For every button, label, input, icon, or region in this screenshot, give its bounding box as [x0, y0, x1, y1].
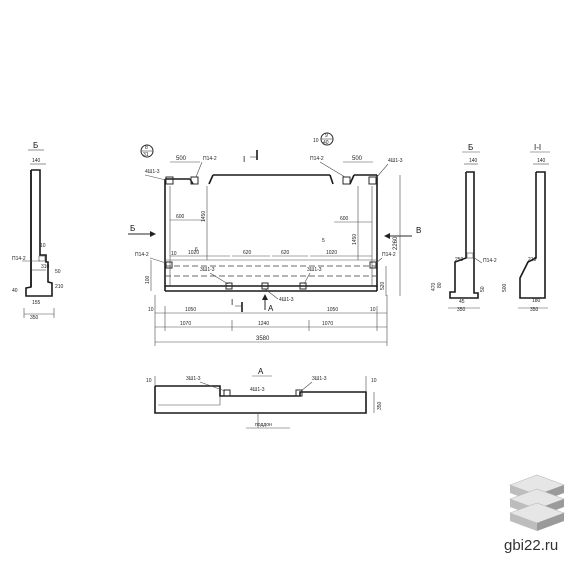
label-10-left: 10 — [171, 251, 177, 257]
embedded-bottom-r — [299, 282, 307, 290]
label-3sh-left: 3Ш1-3 — [200, 267, 215, 273]
embedded-plate-tl — [165, 176, 174, 185]
dim-155: 155 — [32, 300, 41, 306]
dim-140: 140 — [32, 158, 41, 164]
dim-10-left: 10 — [148, 307, 154, 313]
dim-40: 40 — [12, 288, 18, 294]
label-4sh-a: 4Ш1-3 — [250, 387, 265, 393]
callout-right-bottom: 40 — [323, 140, 329, 146]
dim-100: 100 — [145, 275, 151, 284]
embedded-plate-tr2 — [368, 176, 377, 185]
section-v-title: Б — [468, 143, 473, 152]
dim-1050-left: 1050 — [185, 307, 196, 313]
callout-left-top: 8 — [145, 145, 148, 151]
dim-1020-right: 1020 — [326, 250, 337, 256]
label-p14-2-tl: П14-2 — [203, 156, 217, 162]
label-5-right: 5 — [322, 238, 325, 244]
dim-350-v: 350 — [457, 307, 466, 313]
dim-10-a-right: 10 — [371, 378, 377, 384]
dim-80: 80 — [437, 282, 443, 288]
section-v-view: Б 140 П14-2 250 470 80 45 350 50 — [431, 143, 497, 313]
dim-210-ii: 210 — [528, 257, 537, 263]
label-p14-2-tr: П14-2 — [310, 156, 324, 162]
section-i-top: I — [243, 155, 245, 164]
dim-350: 350 — [30, 315, 39, 321]
label-3sh-right: 3Ш1-3 — [307, 267, 322, 273]
callout-right-top: 9 — [325, 133, 328, 139]
dim-140-ii: 140 — [537, 158, 546, 164]
dim-310: 310 — [41, 264, 50, 270]
section-b-left-view: Б 140 10 310 50 210 40 155 350 П14-2 — [12, 141, 64, 321]
label-pi-v: П14-2 — [483, 258, 497, 264]
view-a-title: А — [258, 367, 264, 376]
dim-45: 45 — [459, 299, 465, 305]
label-p14-2-ml: П14-2 — [135, 252, 149, 258]
section-v-marker: В — [416, 226, 421, 235]
dim-210: 210 — [55, 284, 64, 290]
dim-1450-left: 1450 — [201, 211, 207, 222]
section-i-i-view: I-I 140 210 500 180 350 — [502, 143, 550, 313]
section-i-i-title: I-I — [534, 143, 541, 152]
dim-50: 50 — [55, 269, 61, 275]
label-4sh-tl: 4Ш1-3 — [145, 169, 160, 175]
dim-500-left: 500 — [176, 156, 187, 162]
label-p14-2-mr: П14-2 — [382, 252, 396, 258]
dim-620-left: 620 — [243, 250, 252, 256]
label-3sh-a-left: 3Ш1-3 — [186, 376, 201, 382]
callout-left-bottom: 31 — [143, 152, 149, 158]
dim-50-v: 50 — [480, 286, 486, 292]
dim-10: 10 — [40, 243, 46, 249]
stacked-slabs-logo-icon — [509, 474, 565, 531]
dim-2260: 2260 — [393, 236, 399, 250]
dim-470: 470 — [431, 282, 437, 291]
dim-10-a-left: 10 — [146, 378, 152, 384]
dim-350-ii: 350 — [530, 307, 539, 313]
label-pi-b: П14-2 — [12, 256, 26, 262]
dim-180-ii: 180 — [532, 298, 541, 304]
section-a-marker: А — [268, 304, 274, 313]
dim-1050-right: 1050 — [327, 307, 338, 313]
dim-250: 250 — [455, 257, 464, 263]
embedded-plate-tr — [342, 176, 351, 185]
dim-1240: 1240 — [258, 321, 269, 327]
dim-3580: 3580 — [256, 336, 270, 342]
label-3sh-a-right: 3Ш1-3 — [312, 376, 327, 382]
embedded-plate-tl2 — [190, 176, 199, 185]
dim-10-right: 10 — [370, 307, 376, 313]
dim-1020-left: 1020 — [188, 250, 199, 256]
dim-1070-right: 1070 — [322, 321, 333, 327]
dim-1070-left: 1070 — [180, 321, 191, 327]
dim-500-right: 500 — [352, 156, 363, 162]
dim-140-v: 140 — [469, 158, 478, 164]
dim-620-right: 620 — [281, 250, 290, 256]
label-4sh-bottom: 4Ш1-3 — [279, 297, 294, 303]
dim-500-ii: 500 — [502, 283, 508, 292]
dim-520: 520 — [380, 281, 386, 290]
view-a-plan: А 3Ш1-3 3Ш1-3 4Ш1-3 10 10 350 поддон — [146, 367, 383, 429]
section-b-marker: Б — [130, 224, 135, 233]
dim-600-right: 600 — [340, 216, 349, 222]
watermark-text: gbi22.ru — [504, 537, 558, 554]
dim-600-left: 600 — [176, 214, 185, 220]
label-10-right: 10 — [313, 138, 319, 144]
dim-1450-right: 1450 — [352, 234, 358, 245]
label-4sh-tr: 4Ш1-3 — [388, 158, 403, 164]
label-6: 6 — [195, 247, 198, 253]
section-i-bottom: I — [231, 298, 233, 307]
main-elevation-view: 500 500 П14-2 П14-2 4Ш1-3 4Ш1-3 8 31 9 4… — [128, 132, 421, 346]
label-floor: поддон — [255, 422, 272, 428]
dim-350-a: 350 — [377, 401, 383, 410]
embedded-bottom-l — [225, 282, 233, 290]
section-b-title: Б — [33, 141, 38, 150]
